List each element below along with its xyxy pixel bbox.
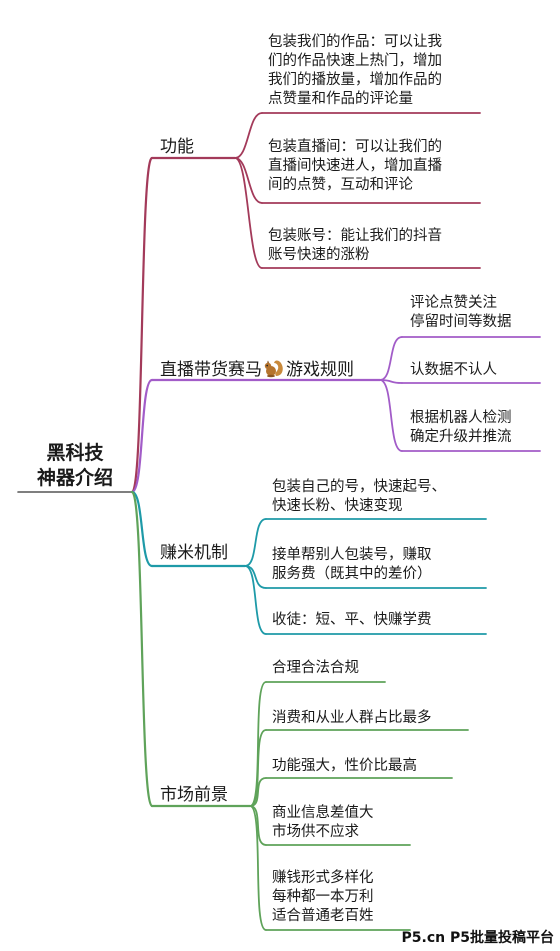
branch-leaf-link bbox=[234, 157, 263, 269]
leaf-line: 每种都一本万利 bbox=[272, 889, 374, 905]
leaf-metrics-data: 评论点赞关注 停留时间等数据 bbox=[410, 294, 512, 332]
branch-leaf-link bbox=[234, 112, 263, 159]
branch-market-prospects: 市场前景 bbox=[160, 785, 228, 805]
squirrel-icon bbox=[263, 358, 285, 384]
branch-leaf-link bbox=[249, 681, 267, 807]
branch-label-part: 游戏规则 bbox=[286, 360, 354, 380]
leaf-info-gap: 商业信息差值大 市场供不应求 bbox=[272, 804, 374, 842]
leaf-line: 我们的播放量，增加作品的 bbox=[268, 72, 442, 88]
leaf-line: 包装直播间：可以让我们的 bbox=[268, 139, 442, 155]
leaf-line: 点赞量和作品的评论量 bbox=[268, 91, 413, 107]
leaf-line: 根据机器人检测 bbox=[410, 410, 512, 426]
branch-leaf-link bbox=[379, 379, 403, 384]
branch-earning-mechanism: 赚米机制 bbox=[160, 543, 228, 563]
leaf-line: 包装自己的号，快速起号、 bbox=[272, 479, 446, 495]
root-line-2: 神器介绍 bbox=[36, 467, 113, 489]
leaf-line: 适合普通老百姓 bbox=[272, 908, 374, 924]
branch-leaf-link bbox=[379, 379, 403, 452]
leaf-line: 包装账号：能让我们的抖音 bbox=[268, 228, 442, 244]
branch-leaf-link bbox=[249, 805, 267, 846]
root-branch-link bbox=[130, 490, 154, 568]
root-line-1: 黑科技 bbox=[46, 442, 104, 464]
leaf-line: 消费和从业人群占比最多 bbox=[272, 710, 432, 726]
leaf-line: 停留时间等数据 bbox=[410, 314, 512, 330]
leaf-robot-detection: 根据机器人检测 确定升级并推流 bbox=[410, 409, 512, 447]
leaf-package-account: 包装账号：能让我们的抖音 账号快速的涨粉 bbox=[268, 227, 442, 265]
branch-leaf-link bbox=[249, 729, 267, 807]
leaf-package-own-account: 包装自己的号，快速起号、 快速长粉、快速变现 bbox=[272, 478, 446, 516]
root-branch-link bbox=[130, 490, 154, 808]
leaf-line: 收徒：短、平、快赚学费 bbox=[272, 612, 432, 628]
leaf-line: 服务费（既其中的差价） bbox=[272, 566, 432, 582]
branch-label-part: 直播带货赛马 bbox=[160, 360, 262, 380]
leaf-line: 直播间快速进人，增加直播 bbox=[268, 158, 442, 174]
leaf-line: 评论点赞关注 bbox=[410, 295, 497, 311]
leaf-diverse-earning: 赚钱形式多样化 每种都一本万利 适合普通老百姓 bbox=[272, 869, 374, 926]
root-branch-link bbox=[130, 378, 154, 494]
root-branch-link bbox=[130, 156, 154, 494]
branch-leaf-link bbox=[244, 565, 267, 635]
branch-leaf-link bbox=[249, 805, 267, 931]
branch-function: 功能 bbox=[160, 137, 194, 157]
leaf-largest-audience: 消费和从业人群占比最多 bbox=[272, 709, 432, 728]
leaf-line: 接单帮别人包装号，赚取 bbox=[272, 547, 432, 563]
leaf-line: 认数据不认人 bbox=[410, 362, 497, 378]
branch-live-race-rules: 直播带货赛马 游戏规则 bbox=[160, 358, 354, 384]
branch-leaf-link bbox=[379, 336, 403, 381]
leaf-line: 间的点赞，互动和评论 bbox=[268, 177, 413, 193]
leaf-line: 快速长粉、快速变现 bbox=[272, 498, 403, 514]
leaf-line: 商业信息差值大 bbox=[272, 805, 374, 821]
leaf-line: 们的作品快速上热门，增加 bbox=[268, 53, 442, 69]
root-node: 黑科技 神器介绍 bbox=[22, 441, 128, 491]
watermark: P5.cn P5批量投稿平台 bbox=[401, 930, 554, 946]
leaf-line: 包装我们的作品：可以让我 bbox=[268, 34, 442, 50]
leaf-line: 市场供不应求 bbox=[272, 824, 359, 840]
leaf-legal-compliant: 合理合法合规 bbox=[272, 659, 359, 678]
leaf-data-not-person: 认数据不认人 bbox=[410, 361, 497, 380]
leaf-package-works: 包装我们的作品：可以让我 们的作品快速上热门，增加 我们的播放量，增加作品的 点… bbox=[268, 33, 442, 109]
leaf-apprentices: 收徒：短、平、快赚学费 bbox=[272, 611, 432, 630]
leaf-line: 赚钱形式多样化 bbox=[272, 870, 374, 886]
leaf-package-for-others: 接单帮别人包装号，赚取 服务费（既其中的差价） bbox=[272, 546, 432, 584]
branch-leaf-link bbox=[244, 518, 267, 567]
branch-leaf-link bbox=[234, 157, 263, 204]
leaf-line: 合理合法合规 bbox=[272, 660, 359, 676]
leaf-package-live-room: 包装直播间：可以让我们的 直播间快速进人，增加直播 间的点赞，互动和评论 bbox=[268, 138, 442, 195]
branch-leaf-link bbox=[244, 565, 267, 589]
leaf-best-value: 功能强大，性价比最高 bbox=[272, 757, 417, 776]
branch-leaf-link bbox=[249, 777, 267, 807]
leaf-line: 确定升级并推流 bbox=[410, 429, 512, 445]
leaf-line: 账号快速的涨粉 bbox=[268, 247, 370, 263]
leaf-line: 功能强大，性价比最高 bbox=[272, 758, 417, 774]
